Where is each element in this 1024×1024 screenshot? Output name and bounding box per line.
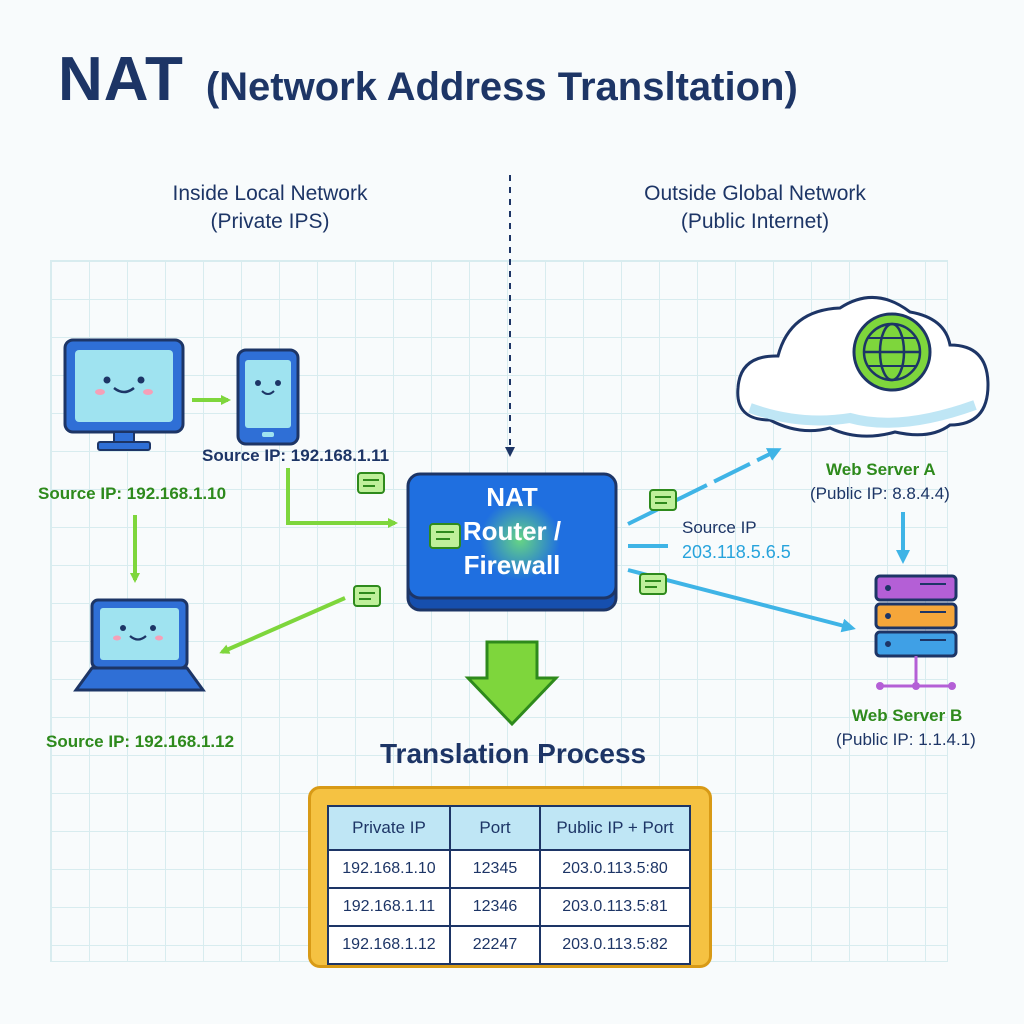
title-sub: (Network Address Transltation) (205, 65, 798, 109)
packet-icon (649, 489, 677, 511)
table-cell: 12345 (449, 849, 541, 889)
table-cell: 22247 (449, 925, 541, 965)
table-row: 192.168.1.12 22247 203.0.113.5:82 (327, 925, 691, 965)
table-cell: 192.168.1.12 (327, 925, 451, 965)
table-header-row: Private IP Port Public IP + Port (327, 805, 691, 851)
server-icon (874, 574, 958, 690)
outside-header-line2: (Public Internet) (680, 210, 830, 233)
router-to-server-a-arrow (627, 448, 782, 526)
column-header: Port (449, 805, 541, 851)
column-header: Private IP (327, 805, 451, 851)
desktop-icon (63, 338, 185, 451)
server-b-ip: (Public IP: 1.1.4.1) (836, 730, 976, 749)
router-to-laptop-arrow (219, 596, 346, 654)
phone-icon (236, 348, 300, 446)
inside-network-header: Inside Local Network (Private IPS) (130, 180, 410, 236)
inside-header-line1: Inside Local Network (172, 182, 368, 205)
router-label-line2: Router / (462, 516, 562, 546)
translation-table: Private IP Port Public IP + Port 192.168… (327, 805, 691, 965)
table-cell: 203.0.113.5:81 (539, 887, 691, 927)
table-row: 192.168.1.10 12345 203.0.113.5:80 (327, 849, 691, 889)
packet-icon (357, 472, 385, 494)
inside-header-line2: (Private IPS) (210, 210, 330, 233)
translation-process-title: Translation Process (380, 738, 647, 769)
outside-header-line1: Outside Global Network (644, 182, 866, 205)
outside-network-header: Outside Global Network (Public Internet) (610, 180, 900, 236)
phone-to-router-arrow (286, 468, 398, 528)
table-cell: 192.168.1.11 (327, 887, 451, 927)
server-a-name: Web Server A (826, 460, 936, 479)
router-label: NAT Router / Firewall (408, 480, 616, 582)
nat-router-icon (406, 472, 618, 612)
column-header: Public IP + Port (539, 805, 691, 851)
laptop-icon (73, 598, 206, 692)
router-label-line1: NAT (486, 482, 538, 512)
server-a-ip: (Public IP: 8.8.4.4) (810, 484, 950, 503)
title-main: NAT (58, 45, 184, 114)
packet-icon (639, 573, 667, 595)
translated-source-label: Source IP (682, 518, 757, 537)
phone-source-label: Source IP: 192.168.1.11 (202, 446, 390, 465)
translation-table-frame: Private IP Port Public IP + Port 192.168… (308, 786, 712, 968)
table-cell: 203.0.113.5:80 (539, 849, 691, 889)
router-label-line3: Firewall (463, 550, 561, 580)
translation-down-arrow (464, 640, 560, 727)
server-b-name: Web Server B (852, 706, 963, 725)
table-cell: 12346 (449, 887, 541, 927)
translated-source-value: 203.118.5.6.5 (682, 542, 791, 562)
table-row: 192.168.1.11 12346 203.0.113.5:81 (327, 887, 691, 927)
desktop-source-label: Source IP: 192.168.1.10 (38, 484, 227, 503)
table-cell: 203.0.113.5:82 (539, 925, 691, 965)
page-title: NAT (Network Address Transltation) (58, 44, 798, 115)
packet-icon (353, 585, 381, 607)
laptop-source-label: Source IP: 192.168.1.12 (46, 732, 235, 751)
globe-icon (852, 312, 932, 392)
table-cell: 192.168.1.10 (327, 849, 451, 889)
